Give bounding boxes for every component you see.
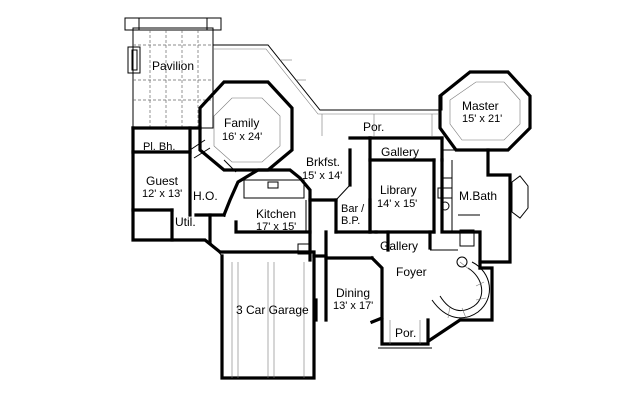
room-labels: Pavilion Family 16' x 24' Master 15' x 2… [142, 59, 502, 340]
master-label: Master [462, 99, 499, 113]
garage-label: 3 Car Garage [236, 303, 309, 317]
pavilion-structure [124, 17, 240, 129]
rear-porch-label: Por. [363, 120, 384, 134]
guest-size: 12' x 13' [142, 188, 182, 200]
ho-label: H.O. [193, 189, 218, 203]
kitchen-size: 17' x 15' [256, 221, 296, 233]
family-size: 16' x 24' [222, 131, 262, 143]
dining-size: 13' x 17' [333, 300, 373, 312]
gallery-bottom-label: Gallery [380, 239, 418, 253]
building-walls [131, 126, 529, 380]
brkfst-size: 15' x 14' [302, 170, 342, 182]
master-suite-walls [438, 70, 532, 152]
bar-label: Bar / [341, 203, 365, 215]
front-porch-label: Por. [395, 326, 416, 340]
foyer-label: Foyer [396, 265, 427, 279]
pavilion-label: Pavilion [152, 59, 194, 73]
master-size: 15' x 21' [462, 113, 502, 125]
library-size: 14' x 15' [377, 198, 417, 210]
pl-bh-label: Pl. Bh. [143, 141, 175, 153]
kitchen-label: Kitchen [256, 207, 296, 221]
rear-porch-outline [213, 44, 443, 136]
gallery-top-label: Gallery [381, 145, 419, 159]
family-label: Family [224, 116, 259, 130]
library-label: Library [380, 183, 417, 197]
guest-label: Guest [146, 174, 179, 188]
dining-label: Dining [336, 286, 370, 300]
brkfst-label: Brkfst. [306, 155, 340, 169]
m-bath-label: M.Bath [459, 189, 497, 203]
util-label: Util. [175, 215, 196, 229]
bar-label-2: B.P. [341, 215, 360, 227]
